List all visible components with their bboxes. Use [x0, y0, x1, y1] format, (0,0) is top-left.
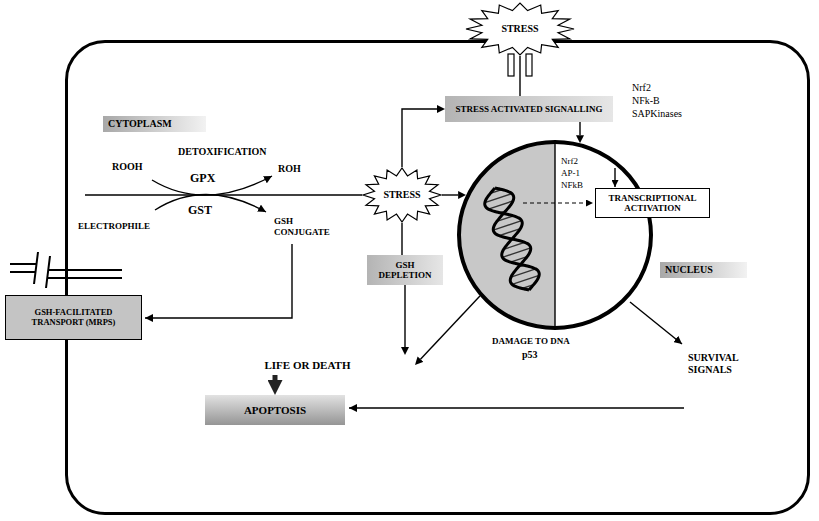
connector	[402, 109, 437, 167]
label-text: SURVIVAL SIGNALS	[688, 352, 768, 376]
label-text: Nrf2	[632, 82, 651, 94]
apoptosis-box: APOPTOSIS	[205, 395, 345, 425]
node-text: STRESS	[501, 23, 538, 35]
node-text: CYTOPLASM	[103, 116, 206, 132]
stress-burst: STRESS	[362, 167, 442, 223]
label-text: ROH	[278, 163, 301, 175]
node-text: LIFE OR DEATH	[265, 359, 351, 372]
label-text: DAMAGE TO DNA	[492, 336, 570, 347]
label-text: GSH CONJUGATE	[274, 216, 336, 238]
node-text: STRESS ACTIVATED SIGNALLING	[455, 104, 602, 114]
connector	[404, 285, 405, 347]
label-text: GPX	[190, 171, 215, 185]
burst-outline	[363, 168, 441, 222]
connector	[401, 223, 402, 255]
transport-box: GSH-FACILITATED TRANSPORT (MRPS)	[5, 295, 142, 340]
label-text: DETOXIFICATION	[178, 146, 267, 158]
nucleus-shape	[457, 140, 653, 330]
label-text: SAPKinases	[632, 108, 682, 120]
label-text: ROOH	[112, 161, 143, 173]
label-text: ELECTROPHILE	[78, 221, 150, 232]
label-text: NFkB	[561, 180, 583, 191]
node-text: GSH-FACILITATED TRANSPORT (MRPS)	[11, 308, 136, 328]
cell-membrane: CYTOPLASM STRESS ACTIVATED SIGNALLING STRE…	[65, 40, 810, 515]
signal-arrow	[630, 302, 682, 344]
label-text: AP-1	[561, 168, 580, 179]
divider-line	[554, 140, 555, 330]
dashed-arrow	[523, 202, 593, 203]
depletion-box: GSH DEPLETION	[367, 255, 443, 285]
receptor-symbol	[508, 54, 514, 76]
node-text: GSH DEPLETION	[372, 260, 438, 281]
connector	[579, 122, 580, 135]
nucleus: NUCLEUSTRANSCRIPTIONAL ACTIVATION	[457, 140, 653, 330]
process-box: TRANSCRIPTIONAL ACTIVATION	[595, 188, 710, 218]
label-text: GST	[188, 203, 212, 217]
nucleus-outline	[459, 142, 651, 328]
nucleus-shade	[457, 140, 555, 330]
burst-outline	[466, 3, 574, 55]
connector	[420, 296, 479, 359]
activation-arrow	[614, 168, 615, 187]
node-text: APOPTOSIS	[244, 404, 306, 417]
export-arrow	[145, 244, 292, 318]
label-text: p53	[522, 349, 538, 361]
outcome-box: LIFE OR DEATH	[200, 355, 415, 375]
connector	[273, 375, 278, 380]
label-text: NFk-B	[632, 95, 660, 107]
receptor-symbol	[526, 54, 532, 76]
node-text: TRANSCRIPTIONAL ACTIVATION	[601, 193, 704, 214]
connector	[442, 194, 458, 195]
node-text: NUCLEUS	[660, 262, 747, 278]
stress-burst: STRESS	[465, 2, 575, 56]
signal-arrow	[349, 407, 684, 408]
connector	[519, 56, 520, 96]
node-text: STRESS	[383, 189, 420, 201]
signalling-box: STRESS ACTIVATED SIGNALLING	[445, 96, 613, 122]
label-text: Nrf2	[561, 156, 578, 167]
